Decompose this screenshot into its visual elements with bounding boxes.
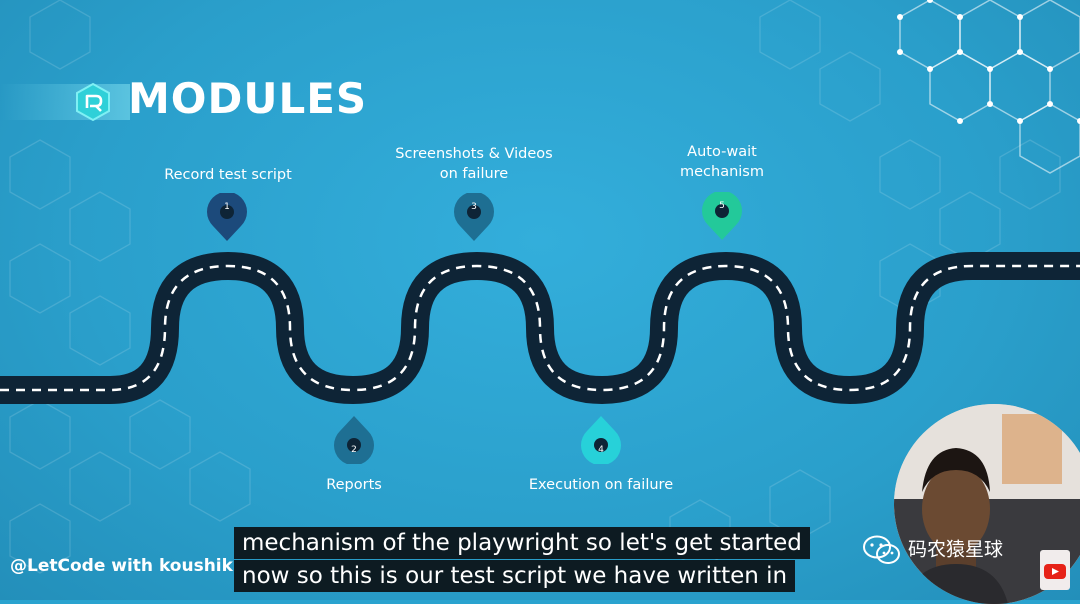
milestone-2-label: Reports [304, 475, 404, 495]
milestone-3-pin: 3 [452, 193, 496, 243]
milestone-2-pin: 2 [332, 414, 376, 464]
channel-handle: @LetCode with koushik [10, 556, 233, 576]
watermark: 码农猿星球 [862, 534, 1003, 566]
milestone-4-pin: 4 [579, 414, 623, 464]
wechat-icon [862, 534, 902, 566]
milestone-3-label: Screenshots & Videos on failure [384, 144, 564, 184]
milestone-1-pin: 1 [205, 193, 249, 243]
milestone-5-pin: 5 [700, 192, 744, 242]
milestone-5-label: Auto-wait mechanism [660, 142, 784, 182]
youtube-subscribe-icon [1040, 550, 1070, 590]
milestone-1-label: Record test script [150, 165, 306, 185]
milestone-4-label: Execution on failure [516, 475, 686, 495]
caption-line-2: now so this is our test script we have w… [234, 560, 795, 592]
caption-line-1: mechanism of the playwright so let's get… [234, 527, 810, 559]
